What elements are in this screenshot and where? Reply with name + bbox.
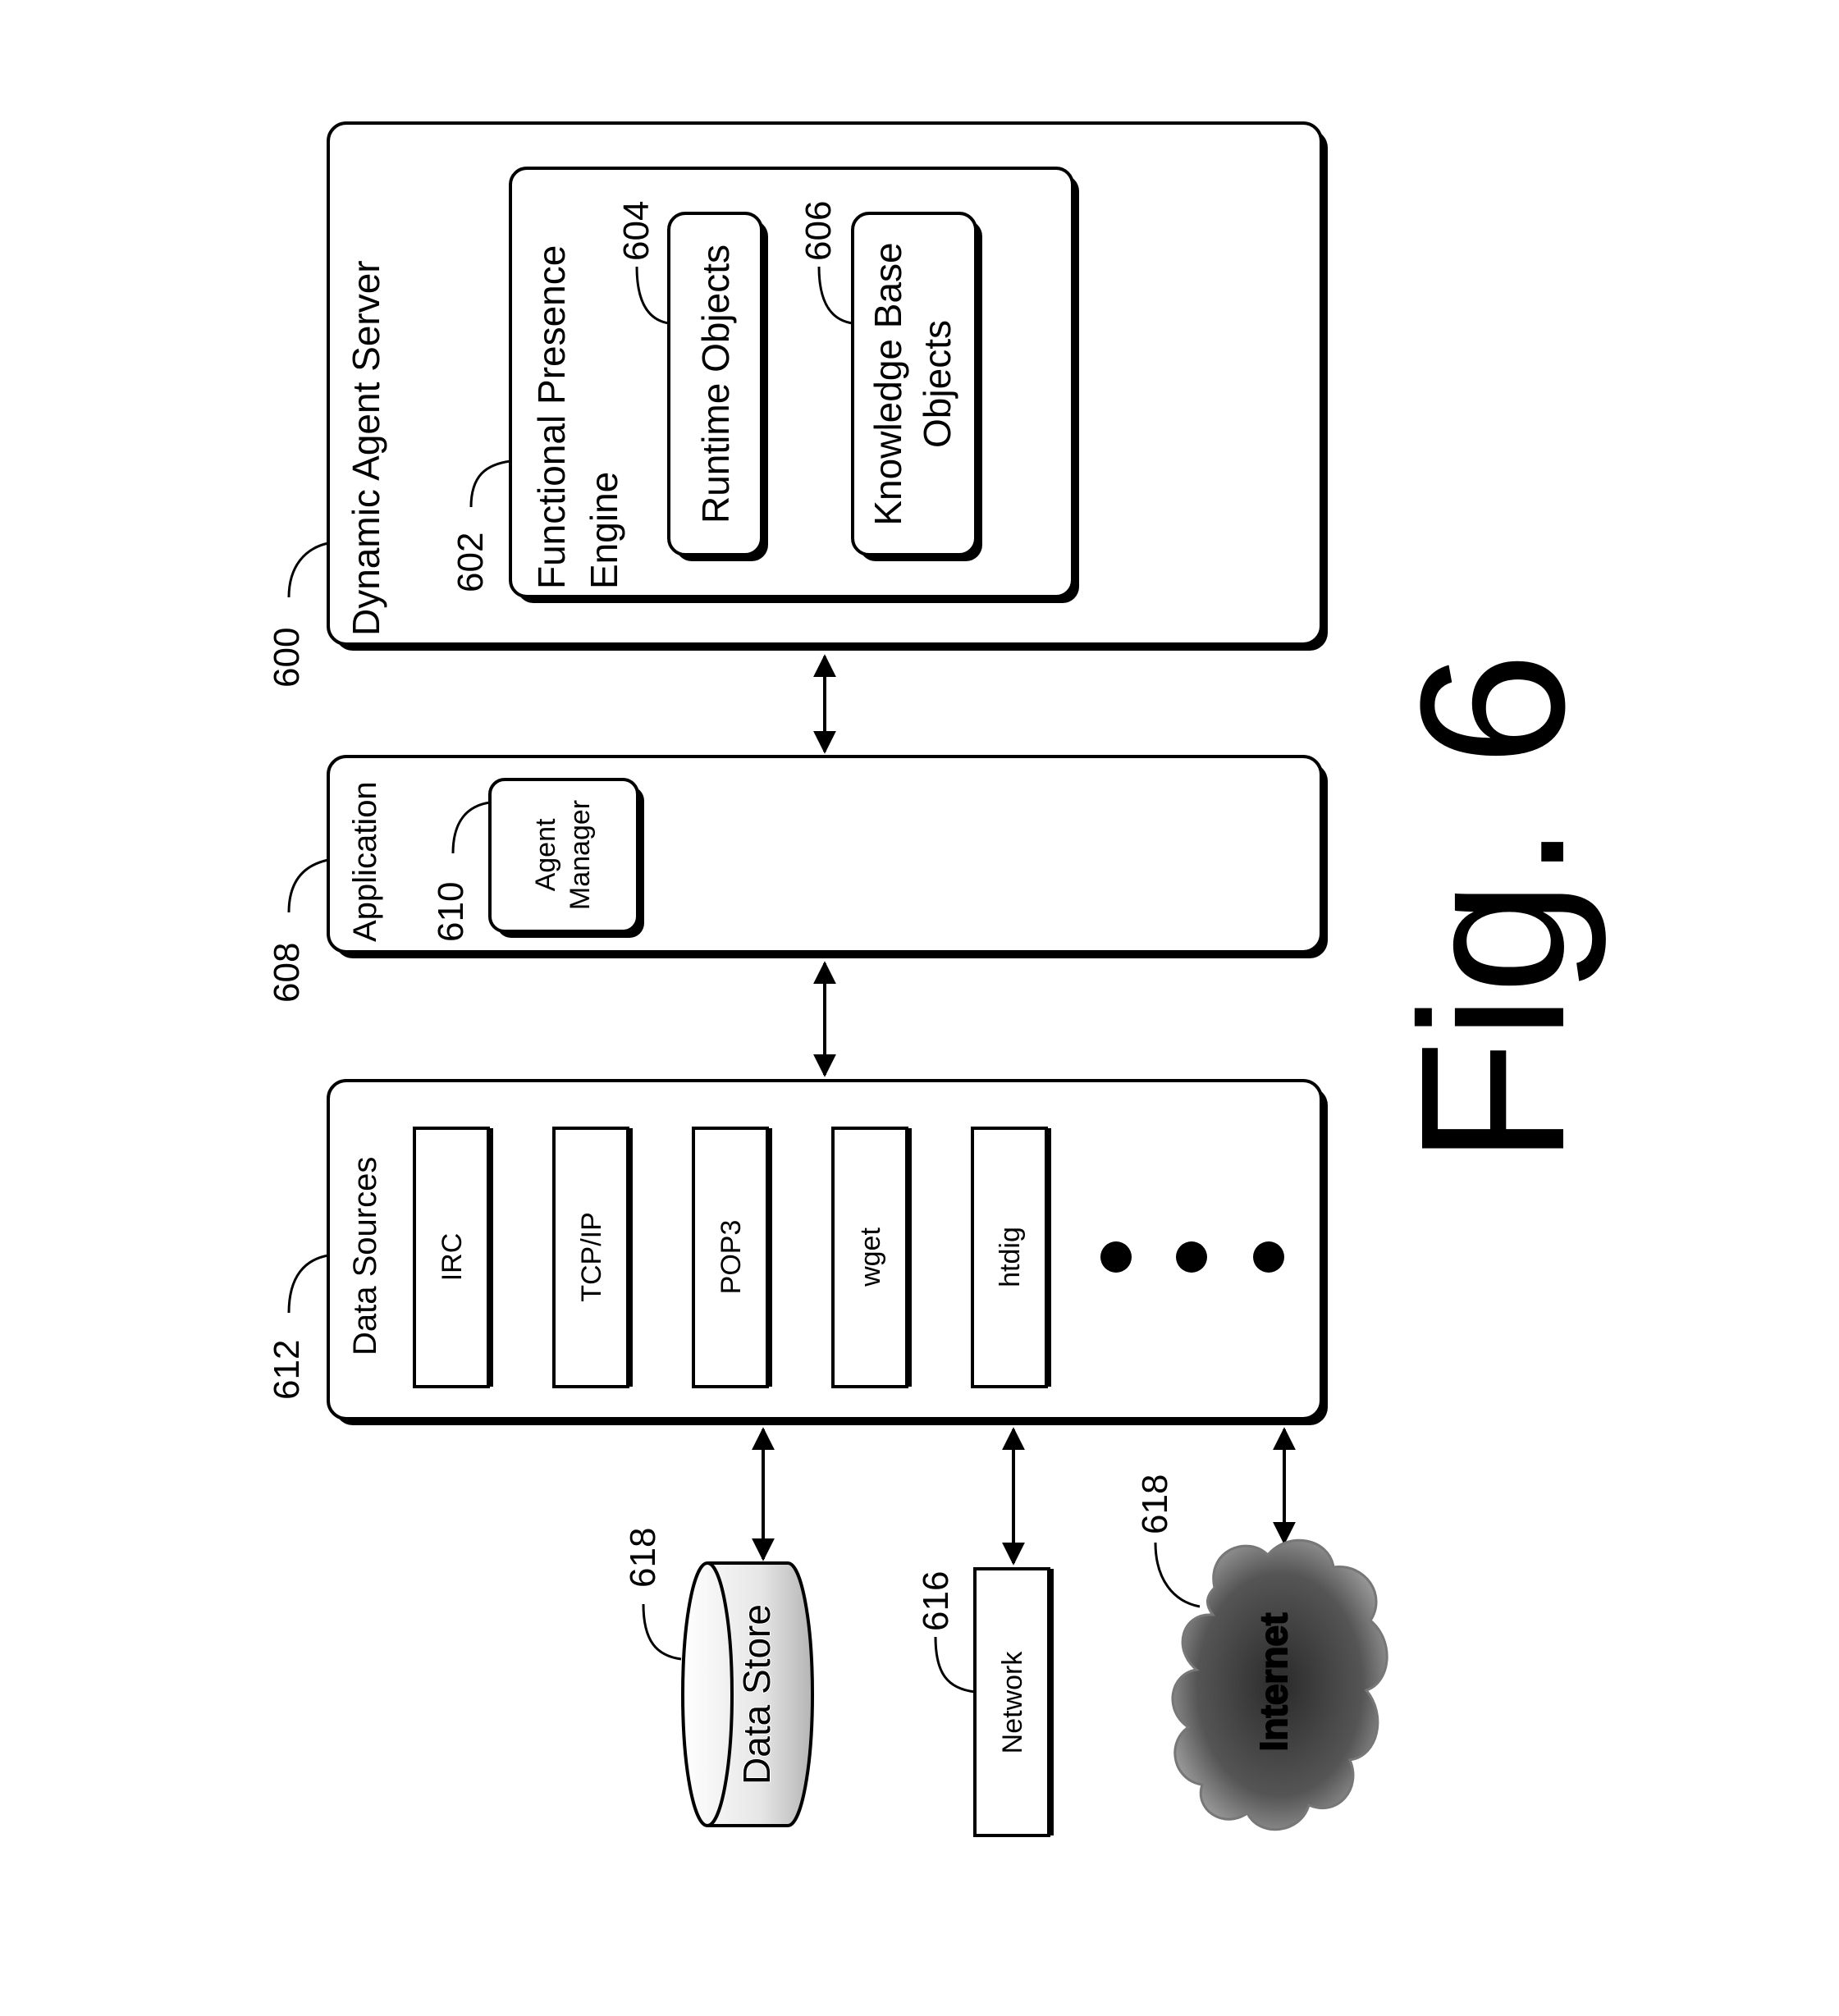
ref-616: 616 <box>916 1571 975 1692</box>
knowledge-base-objects-box: Knowledge Base Objects <box>853 213 982 561</box>
data-source-item-irc: IRC <box>414 1128 493 1387</box>
svg-text:618: 618 <box>1135 1474 1175 1534</box>
dynamic-agent-server-title: Dynamic Agent Server <box>345 260 387 636</box>
ref-618-internet: 618 <box>1135 1474 1200 1607</box>
network-box: Network <box>975 1569 1054 1835</box>
svg-text:wget: wget <box>855 1227 886 1287</box>
knowledge-base-label-line2: Objects <box>916 320 958 448</box>
network-label: Network <box>997 1651 1028 1754</box>
agent-manager-label-line1: Agent <box>530 818 561 891</box>
svg-text:htdig: htdig <box>995 1227 1026 1287</box>
svg-text:TCP/IP: TCP/IP <box>576 1212 607 1302</box>
internet-cloud: Internet <box>1173 1540 1387 1829</box>
agent-manager-box: Agent Manager <box>490 779 644 938</box>
functional-presence-engine: Functional Presence Engine <box>510 168 1079 603</box>
figure-label: Fig. 6 <box>1378 652 1607 1165</box>
runtime-objects-box: Runtime Objects <box>669 213 768 561</box>
engine-title-line2: Engine <box>583 472 625 589</box>
data-store: Data Store <box>683 1563 812 1826</box>
data-source-item-tcpip: TCP/IP <box>554 1128 633 1387</box>
ref-608: 608 <box>267 860 328 1003</box>
data-source-item-wget: wget <box>833 1128 912 1387</box>
agent-manager-label-line2: Manager <box>565 800 596 910</box>
svg-text:602: 602 <box>451 533 491 592</box>
svg-text:604: 604 <box>616 201 656 261</box>
svg-text:600: 600 <box>267 628 307 688</box>
engine-title-line1: Functional Presence <box>530 245 573 589</box>
data-source-item-pop3: POP3 <box>693 1128 772 1387</box>
ref-600: 600 <box>267 543 328 688</box>
svg-text:610: 610 <box>431 882 471 942</box>
data-source-item-htdig: htdig <box>972 1128 1051 1387</box>
ref-618-datastore: 618 <box>623 1528 681 1659</box>
data-store-label: Data Store <box>735 1604 778 1785</box>
svg-text:POP3: POP3 <box>716 1220 747 1295</box>
svg-text:616: 616 <box>916 1571 956 1631</box>
internet-label: Internet <box>1252 1613 1295 1752</box>
data-sources-title: Data Sources <box>347 1157 383 1355</box>
application-box: Application <box>328 757 1328 958</box>
knowledge-base-label-line1: Knowledge Base <box>867 242 909 525</box>
ref-612: 612 <box>267 1255 328 1400</box>
svg-text:618: 618 <box>623 1528 663 1588</box>
svg-text:IRC: IRC <box>437 1233 468 1282</box>
runtime-objects-label: Runtime Objects <box>694 245 737 523</box>
svg-text:608: 608 <box>267 943 307 1003</box>
svg-text:612: 612 <box>267 1340 307 1400</box>
application-title: Application <box>347 781 383 942</box>
svg-text:606: 606 <box>798 201 839 261</box>
